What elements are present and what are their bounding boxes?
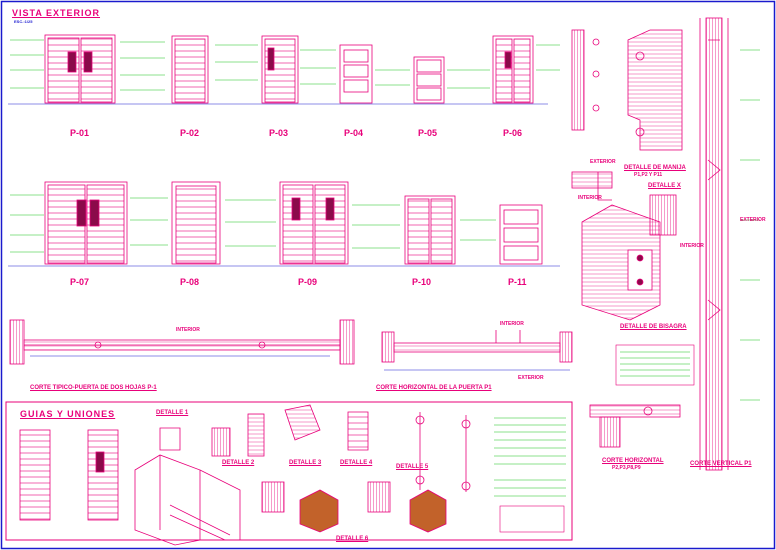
door-code-p01: P-01	[70, 128, 90, 138]
label-interior-2: INTERIOR	[500, 321, 524, 327]
label-interior-4: INTERIOR	[680, 243, 704, 249]
label-exterior-3: EXTERIOR	[740, 217, 766, 223]
annotations-row1	[10, 39, 560, 91]
door-elevation-p04	[339, 44, 373, 104]
door-elevation-p03	[261, 35, 299, 104]
detalle-5	[415, 412, 471, 492]
caption-detalle-manija-sub: P1,P2 Y P11	[634, 172, 663, 178]
detalle-bisagra	[581, 204, 661, 321]
detalle-x	[571, 171, 677, 236]
label-interior-3: INTERIOR	[578, 195, 602, 201]
corte-horizontal-p1-section	[381, 330, 573, 371]
detalle-manija	[571, 29, 683, 151]
door-code-p03: P-03	[269, 128, 289, 138]
notes-box-right	[615, 344, 695, 386]
annotations-row2	[10, 194, 496, 253]
caption-detalle-5: DETALLE 5	[396, 464, 429, 470]
door-code-p05: P-05	[418, 128, 438, 138]
door-code-p04: P-04	[344, 128, 364, 138]
corte-vertical-p1	[699, 17, 760, 471]
detalle-1-iso	[134, 427, 241, 546]
door-elevation-p10	[404, 195, 456, 265]
door-code-p08: P-08	[180, 277, 200, 287]
caption-detalle-x: DETALLE X	[648, 183, 681, 189]
door-code-p06: P-06	[503, 128, 523, 138]
door-elevation-p06	[492, 35, 534, 104]
label-interior-1: INTERIOR	[176, 327, 200, 333]
caption-detalle-manija: DETALLE DE MANIJA	[624, 165, 686, 171]
title-vista-exterior: VISTA EXTERIOR	[12, 8, 101, 18]
door-code-p10: P-10	[412, 277, 432, 287]
label-exterior-1: EXTERIOR	[518, 375, 544, 381]
caption-detalle-1: DETALLE 1	[156, 410, 189, 416]
door-code-p11: P-11	[508, 277, 527, 287]
label-exterior-2: EXTERIOR	[590, 159, 616, 165]
caption-corte-horizontal-p2-sub: P2,P3,P8,P9	[612, 465, 641, 471]
title-guias-uniones: GUIAS Y UNIONES	[20, 409, 116, 419]
door-elevations-row1	[8, 34, 548, 105]
corte-tipico-section	[9, 319, 355, 365]
detalle-2-4	[211, 404, 369, 457]
caption-corte-tipico: CORTE TIPICO-PUERTA DE DOS HOJAS P-1	[30, 385, 157, 391]
detalle-6	[261, 481, 447, 533]
scale-vista-exterior: ESC.:1/25	[14, 19, 33, 24]
caption-detalle-3: DETALLE 3	[289, 460, 322, 466]
corte-horizontal-p2	[589, 404, 681, 448]
guias-doors	[19, 429, 119, 521]
caption-detalle-4: DETALLE 4	[340, 460, 373, 466]
door-code-p07: P-07	[70, 277, 90, 287]
caption-detalle-6: DETALLE 6	[336, 536, 369, 542]
door-elevation-p05	[413, 56, 445, 104]
guias-uniones-frame	[5, 401, 573, 541]
caption-detalle-bisagra: DETALLE DE BISAGRA	[620, 324, 687, 330]
door-elevation-p08	[171, 181, 221, 265]
caption-corte-vertical-p1: CORTE VERTICAL P1	[690, 461, 752, 467]
door-code-p09: P-09	[298, 277, 318, 287]
door-elevation-p07	[44, 181, 128, 265]
door-elevation-p02	[171, 35, 209, 104]
door-code-p02: P-02	[180, 128, 200, 138]
door-elevation-p09	[279, 181, 349, 265]
door-elevation-p11	[499, 204, 543, 265]
door-elevation-p01	[44, 34, 116, 104]
caption-corte-horizontal-p1: CORTE HORIZONTAL DE LA PUERTA P1	[376, 385, 492, 391]
caption-detalle-2: DETALLE 2	[222, 460, 255, 466]
caption-corte-horizontal-p2: CORTE HORIZONTAL	[602, 458, 664, 464]
door-elevations-row2	[8, 181, 560, 267]
notes-box-guias	[494, 417, 566, 533]
